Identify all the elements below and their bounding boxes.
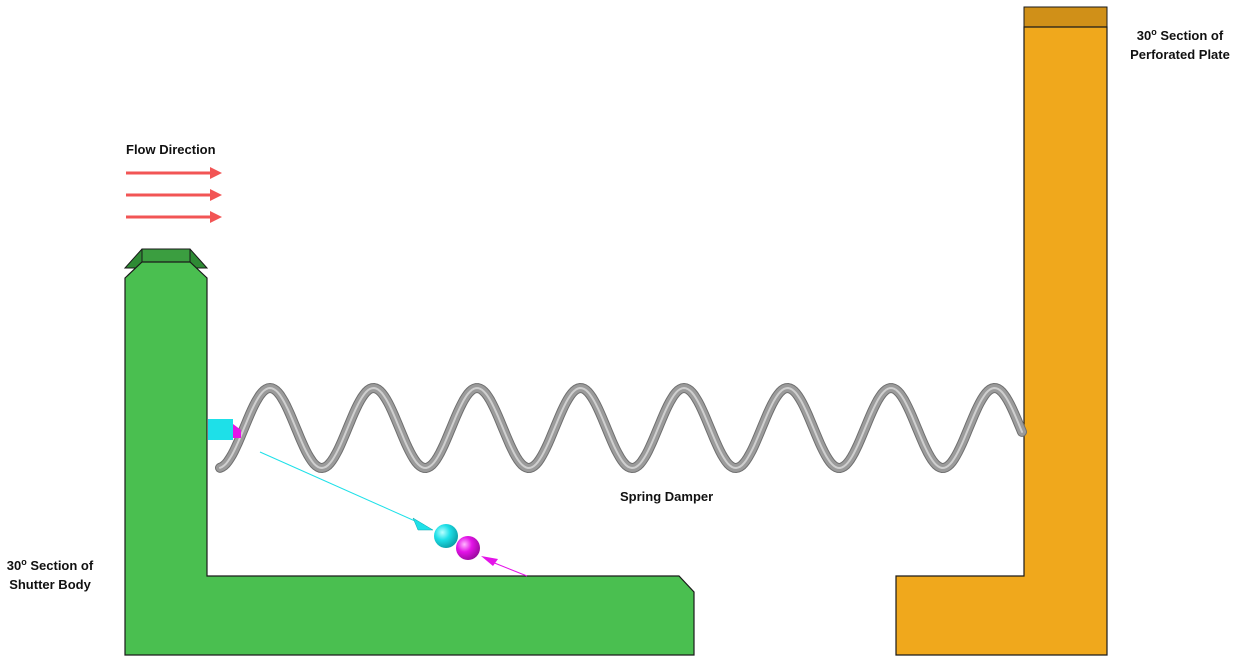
shutter-body-top-cap-face [141,248,191,263]
spring-damper [215,382,1027,474]
shutter-body-label-line2: Shutter Body [9,577,91,592]
shutter-body-label: 30o Section of Shutter Body [4,557,96,594]
flow-arrowhead-1 [210,167,222,179]
perforated-plate-section [895,26,1108,656]
cyan-connector-line [259,451,425,526]
cyan-attachment-block [208,419,233,440]
spring-damper-label: Spring Damper [620,489,714,504]
flow-arrowhead-2 [210,189,222,201]
spring-coil-highlight [219,386,1023,470]
perforated-plate-label: 30o Section of Perforated Plate [1126,27,1234,64]
shutter-body-section [124,261,695,656]
cyan-connector-arrowhead [412,517,434,531]
perforated-plate-label-line2: Perforated Plate [1130,47,1230,62]
magenta-attachment-wedge [233,424,241,438]
flow-arrowhead-3 [210,211,222,223]
perforated-plate-label-line1: 30o Section of [1136,27,1224,43]
shutter-body-label-line1: 30o Section of [6,557,94,573]
magenta-connector-arrowhead [481,556,498,566]
magenta-connector-line [491,561,528,577]
attachment-markers [208,419,528,577]
magenta-marker-sphere [456,536,480,560]
perforated-plate-top-cap [1023,6,1108,28]
flow-direction-label: Flow Direction [126,142,216,157]
shutter-body [123,248,695,656]
flow-arrows [126,167,222,223]
perforated-plate [895,6,1108,656]
cyan-marker-sphere [434,524,458,548]
